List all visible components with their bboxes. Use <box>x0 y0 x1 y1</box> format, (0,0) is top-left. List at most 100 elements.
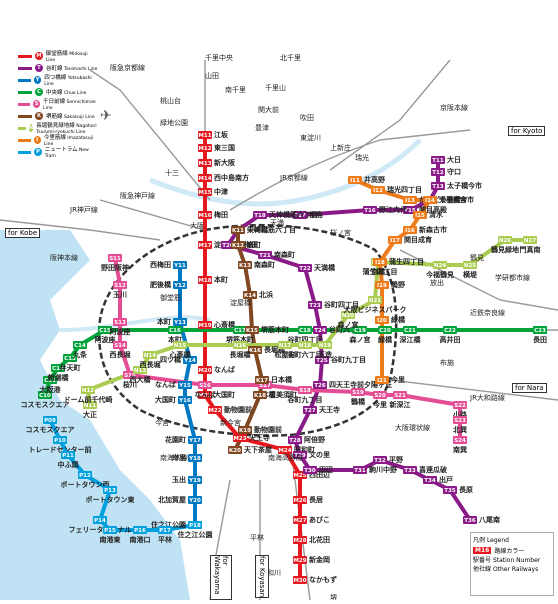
station-t23[interactable]: T23谷町四丁目 <box>308 300 359 309</box>
station-n24[interactable]: N24今福鶴見 <box>425 261 454 279</box>
station-s22[interactable]: S22小路 <box>452 401 468 419</box>
station-c17[interactable]: C17堺筋本町 <box>226 326 254 344</box>
station-t22[interactable]: T22天満橋 <box>298 263 336 272</box>
station-m22[interactable]: M22動物園前 <box>208 405 252 414</box>
station-n20[interactable]: N20森ノ宮 <box>338 311 359 329</box>
station-y16[interactable]: Y16大国町 <box>155 395 192 404</box>
station-i19[interactable]: I19鴫野 <box>375 280 405 289</box>
station-t29[interactable]: T29文の里 <box>293 450 330 459</box>
station-m11[interactable]: M11江坂 <box>198 130 229 139</box>
station-t34[interactable]: T34出戸 <box>423 475 453 484</box>
station-s18[interactable]: S18谷町九丁目 <box>288 386 323 404</box>
station-m12[interactable]: M12東三国 <box>198 143 235 152</box>
station-i11[interactable]: I11井高野 <box>348 175 385 184</box>
station-s21[interactable]: S21新深江 <box>390 391 411 409</box>
station-t18[interactable]: T18天神橋筋六丁目 <box>253 210 318 219</box>
station-k20[interactable]: K20天下茶屋 <box>228 445 272 454</box>
station-p13[interactable]: P13ポートタウン東 <box>86 486 136 504</box>
station-m13[interactable]: M13新大阪 <box>198 158 236 167</box>
station-i13[interactable]: I13だいどう豊里 <box>403 195 461 204</box>
station-y19[interactable]: Y19玉出 <box>172 475 202 484</box>
station-t27[interactable]: T27天王寺 <box>303 405 340 414</box>
station-m23[interactable]: M23天王寺 <box>233 433 270 442</box>
station-s13[interactable]: S13阿波座 <box>110 318 131 336</box>
station-p12[interactable]: P12ポートタウン西 <box>61 471 110 489</box>
station-t26[interactable]: T26四天王寺前夕陽ヶ丘 <box>313 380 392 389</box>
station-t31[interactable]: T31駒川中野 <box>353 465 397 474</box>
station-s11[interactable]: S11野田阪神 <box>101 254 129 272</box>
station-p18[interactable]: P18住之江公園 <box>178 521 213 539</box>
station-k12[interactable]: K12扇町 <box>231 240 261 249</box>
station-t25[interactable]: T25谷町九丁目 <box>315 355 366 364</box>
station-m21[interactable]: M21大国町 <box>198 390 235 399</box>
station-s23[interactable]: S23北巽 <box>453 416 467 434</box>
station-k11[interactable]: K11天神橋筋六丁目 <box>231 225 296 234</box>
station-m14[interactable]: M14西中島南方 <box>198 173 249 182</box>
station-p17[interactable]: P17平林 <box>158 526 173 544</box>
station-t12[interactable]: T12守口 <box>431 167 461 176</box>
station-t16[interactable]: T16野江内代 <box>363 205 407 214</box>
station-n14[interactable]: N14西長堀 <box>140 351 161 369</box>
station-c11[interactable]: C11大阪港 <box>40 376 62 394</box>
station-c20[interactable]: C20緑橋 <box>378 326 393 344</box>
station-i17[interactable]: I17関目成育 <box>388 235 432 244</box>
station-y13[interactable]: Y13本町 <box>156 317 187 326</box>
station-n16[interactable]: N16長堀橋 <box>230 341 252 359</box>
station-n17[interactable]: N17松屋町 <box>275 341 296 359</box>
station-m27[interactable]: M27あびこ <box>293 515 330 524</box>
station-s12[interactable]: S12玉川 <box>113 281 127 299</box>
station-n21[interactable]: N21大阪ビジネスパーク <box>344 296 407 314</box>
station-p14[interactable]: P14フェリーターミナル <box>69 516 132 534</box>
station-k19[interactable]: K19動物園前 <box>238 425 282 434</box>
station-m19[interactable]: M19心斎橋 <box>198 320 236 329</box>
station-y15[interactable]: Y15なんば <box>155 380 192 389</box>
station-c10[interactable]: C10コスモスクエア <box>21 391 70 409</box>
station-n19[interactable]: N19玉造 <box>318 341 333 359</box>
station-c15[interactable]: C15阿波座 <box>95 326 116 344</box>
station-p09[interactable]: P09コスモスクエア <box>26 416 75 434</box>
station-k14[interactable]: K14北浜 <box>243 290 273 299</box>
station-i20[interactable]: I20緑橋 <box>375 315 406 324</box>
station-t32[interactable]: T32平野 <box>373 455 403 464</box>
station-t36[interactable]: T36八尾南 <box>463 515 500 524</box>
station-n18[interactable]: N18谷町六丁目 <box>288 341 323 359</box>
station-s14[interactable]: S14西長堀 <box>110 341 131 359</box>
station-m30[interactable]: M30なかもず <box>293 575 337 584</box>
station-t21[interactable]: T21南森町 <box>258 250 295 259</box>
station-t13[interactable]: T13太子橋今市 <box>431 181 482 190</box>
station-k17[interactable]: K17日本橋 <box>255 375 293 384</box>
station-i12[interactable]: I12瑞光四丁目 <box>371 185 422 194</box>
station-y17[interactable]: Y17花園町 <box>165 435 202 444</box>
station-n27[interactable]: N27門真南 <box>520 236 541 254</box>
station-k13[interactable]: K13南森町 <box>238 260 275 269</box>
station-m16[interactable]: M16梅田 <box>198 210 228 219</box>
station-c12[interactable]: C12朝潮橋 <box>48 364 70 382</box>
station-n25[interactable]: N25横堤 <box>463 261 478 279</box>
station-m24[interactable]: M24昭和町 <box>278 445 315 454</box>
station-p11[interactable]: P11中ふ頭 <box>58 451 80 469</box>
station-c13[interactable]: C13弁天町 <box>60 354 81 372</box>
station-p10[interactable]: P10トレードセンター前 <box>29 436 92 454</box>
station-n13[interactable]: N13西大橋 <box>130 366 152 384</box>
station-y11[interactable]: Y11西梅田 <box>150 260 187 269</box>
station-s16[interactable]: S16なんば <box>195 381 216 399</box>
station-i18[interactable]: I18蒲生四丁目 <box>373 257 424 266</box>
station-c22[interactable]: C22高井田 <box>440 326 461 344</box>
station-m29[interactable]: M29新金岡 <box>293 555 330 564</box>
station-p16[interactable]: P16南港口 <box>130 526 151 544</box>
station-n26[interactable]: N26鶴見緑地 <box>491 236 519 254</box>
station-m18[interactable]: M18本町 <box>198 275 228 284</box>
station-c19[interactable]: C19森ノ宮 <box>350 326 371 344</box>
station-i14[interactable]: I14太子橋今市 <box>423 195 474 204</box>
station-m28[interactable]: M28北花田 <box>293 535 330 544</box>
station-k18[interactable]: K18恵美須町 <box>253 390 297 399</box>
station-n11[interactable]: N11大正 <box>83 401 97 419</box>
station-i16[interactable]: I16新森古市 <box>403 225 447 234</box>
station-s20[interactable]: S20今里 <box>372 391 387 409</box>
station-k16[interactable]: K16長堀橋 <box>248 345 286 354</box>
station-k15[interactable]: K15堺筋本町 <box>245 325 289 334</box>
station-t28[interactable]: T28阿倍野 <box>288 435 325 444</box>
station-n15[interactable]: N15心斎橋 <box>170 341 192 359</box>
station-c16[interactable]: C16本町 <box>167 326 182 344</box>
station-s19[interactable]: S19鶴橋 <box>351 388 366 406</box>
